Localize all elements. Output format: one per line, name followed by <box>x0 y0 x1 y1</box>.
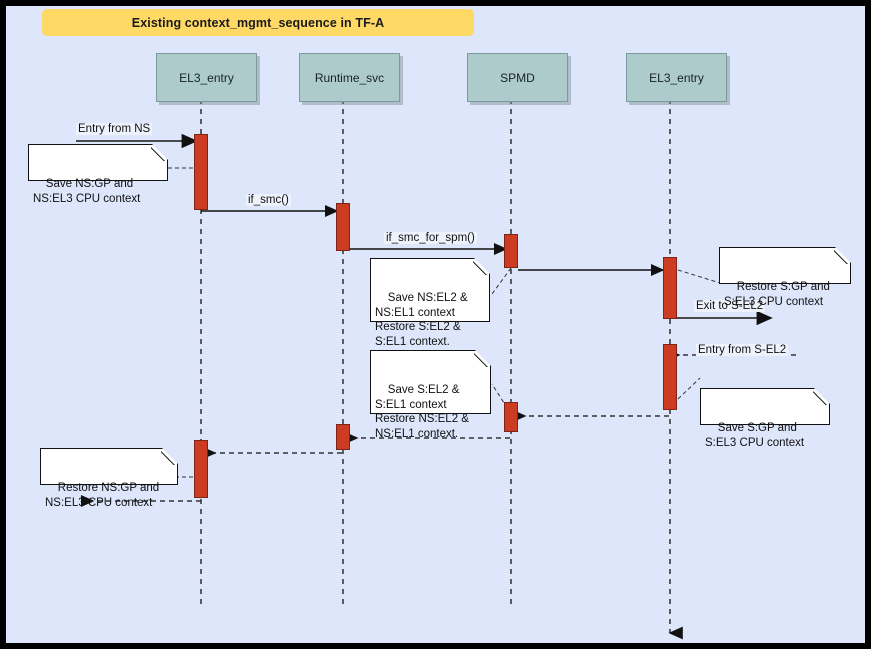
label-entry-from-ns: Entry from NS <box>76 123 153 135</box>
note-text: Save NS:GP and NS:EL3 CPU context <box>33 178 141 205</box>
note-save-ns-gp: Save NS:GP and NS:EL3 CPU context <box>28 144 168 205</box>
label-exit-to-sel2: Exit to S-EL2 <box>694 300 766 312</box>
participant-runtime-svc[interactable]: Runtime_svc <box>299 53 400 102</box>
activation-el3-entry-right-1[interactable] <box>663 257 677 319</box>
note-save-s-el2: Save S:EL2 & S:EL1 context Restore NS:EL… <box>370 350 491 440</box>
participant-label: EL3_entry <box>179 70 234 85</box>
activation-spmd-2[interactable] <box>504 402 518 432</box>
diagram-vector-layer <box>76 99 796 640</box>
note-save-ns-el2: Save NS:EL2 & NS:EL1 context Restore S:E… <box>370 258 490 348</box>
activation-el3-entry-2[interactable] <box>194 440 208 498</box>
note-connector-5 <box>677 377 701 400</box>
note-connector-3 <box>677 269 721 284</box>
label-if-smc: if_smc() <box>246 194 291 206</box>
note-text: Restore S:GP and S:EL3 CPU context <box>724 281 830 308</box>
participant-label: EL3_entry <box>649 70 704 85</box>
note-text: Restore NS:GP and NS:EL3 CPU context <box>45 482 160 509</box>
activation-el3-entry-right-2[interactable] <box>663 344 677 410</box>
participant-el3-entry-left[interactable]: EL3_entry <box>156 53 257 102</box>
participant-el3-entry-right[interactable]: EL3_entry <box>626 53 727 102</box>
note-text: Save NS:EL2 & NS:EL1 context Restore S:E… <box>375 292 468 348</box>
note-text: Save S:EL2 & S:EL1 context Restore NS:EL… <box>375 384 469 440</box>
sequence-diagram-frame: Existing context_mgmt_sequence in TF-A E… <box>6 6 865 643</box>
note-restore-ns-gp: Restore NS:GP and NS:EL3 CPU context <box>40 448 178 509</box>
page-title: Existing context_mgmt_sequence in TF-A <box>131 15 385 30</box>
participant-label: SPMD <box>500 70 535 85</box>
activation-spmd-1[interactable] <box>504 234 518 268</box>
participant-label: Runtime_svc <box>314 70 385 85</box>
note-connector-4 <box>491 383 512 415</box>
note-restore-s-gp: Restore S:GP and S:EL3 CPU context <box>719 247 851 308</box>
label-if-smc-for-spm: if_smc_for_spm() <box>384 232 477 244</box>
activation-el3-entry-1[interactable] <box>194 134 208 210</box>
note-text: Save S:GP and S:EL3 CPU context <box>705 422 805 449</box>
diagram-title-banner: Existing context_mgmt_sequence in TF-A <box>42 9 474 36</box>
note-connector-2 <box>491 267 512 295</box>
activation-runtime-svc-2[interactable] <box>336 424 350 450</box>
note-save-s-gp: Save S:GP and S:EL3 CPU context <box>700 388 830 449</box>
label-entry-from-sel2: Entry from S-EL2 <box>696 344 789 356</box>
activation-runtime-svc-1[interactable] <box>336 203 350 251</box>
participant-spmd[interactable]: SPMD <box>467 53 568 102</box>
